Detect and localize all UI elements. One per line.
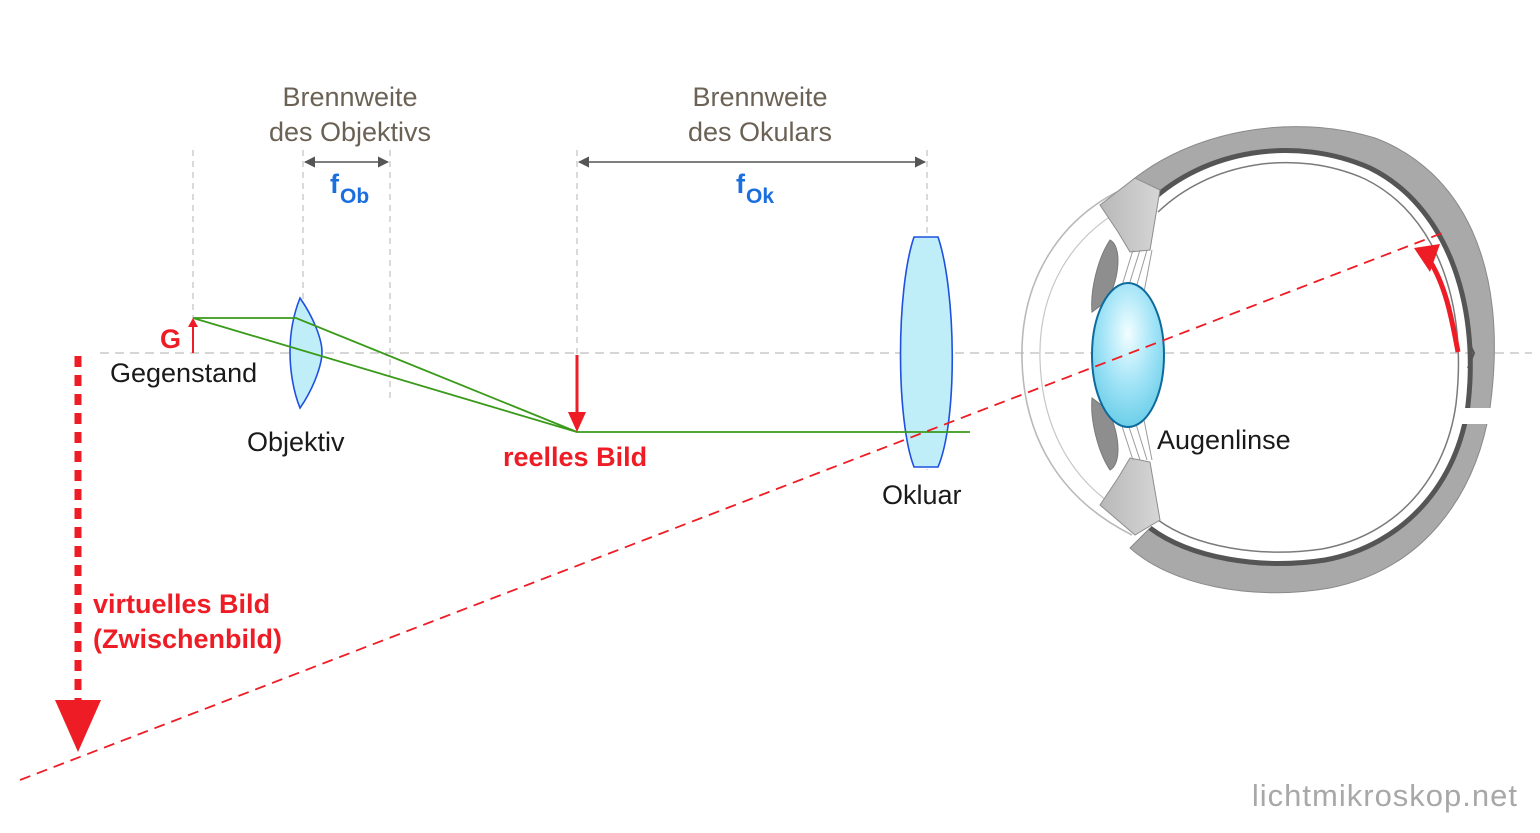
eye-retina bbox=[1148, 148, 1473, 566]
ciliary-body-top bbox=[1099, 177, 1161, 253]
object-letter-label: G bbox=[160, 324, 181, 354]
eye-cornea bbox=[1021, 184, 1133, 536]
f-ok-symbol: f bbox=[736, 169, 746, 199]
objective-label: Objektiv bbox=[247, 427, 345, 457]
eye-lens bbox=[1091, 282, 1165, 428]
f-ok-subscript: Ok bbox=[746, 185, 774, 208]
zonular-fibers bbox=[1119, 249, 1153, 461]
eye-sclera bbox=[1129, 126, 1495, 594]
parallel-ray bbox=[193, 317, 578, 433]
object-arrow bbox=[188, 318, 198, 353]
f-ob-symbol: f bbox=[330, 169, 340, 199]
ocular-lens bbox=[899, 236, 954, 468]
real-image-label: reelles Bild bbox=[503, 442, 647, 472]
iris-top bbox=[1091, 239, 1119, 313]
ocular-focal-title-line2: des Okulars bbox=[688, 117, 832, 147]
optic-nerve-gap bbox=[1460, 408, 1500, 424]
object-name-label: Gegenstand bbox=[110, 358, 257, 388]
light-rays bbox=[192, 317, 970, 433]
f-ob-subscript: Ob bbox=[340, 185, 369, 208]
virtual-image-label-line1: virtuelles Bild bbox=[93, 589, 270, 619]
iris-bottom bbox=[1091, 397, 1119, 471]
watermark-text: lichtmikroskop.net bbox=[1252, 778, 1518, 813]
retinal-image-arrow bbox=[1414, 244, 1461, 353]
eye-lens-label: Augenlinse bbox=[1157, 425, 1291, 455]
fovea-notch bbox=[1467, 339, 1476, 369]
objective-lens bbox=[289, 296, 323, 410]
eye-inner-boundary bbox=[1157, 161, 1460, 553]
virtual-image-arrow bbox=[55, 356, 101, 752]
central-ray bbox=[192, 317, 578, 433]
eye-cross-section-icon bbox=[1021, 126, 1500, 594]
objective-focal-title-line1: Brennweite bbox=[282, 82, 417, 112]
virtual-image-label-line2: (Zwischenbild) bbox=[93, 624, 282, 654]
virtual-image-ray bbox=[19, 231, 1446, 781]
ciliary-body-bottom bbox=[1099, 457, 1161, 536]
eye-cornea-inner bbox=[1039, 204, 1131, 516]
objective-focal-title-line2: des Objektivs bbox=[269, 117, 431, 147]
ocular-label: Okluar bbox=[882, 480, 962, 510]
ocular-focal-title-line1: Brennweite bbox=[692, 82, 827, 112]
real-image-arrow bbox=[568, 355, 586, 432]
